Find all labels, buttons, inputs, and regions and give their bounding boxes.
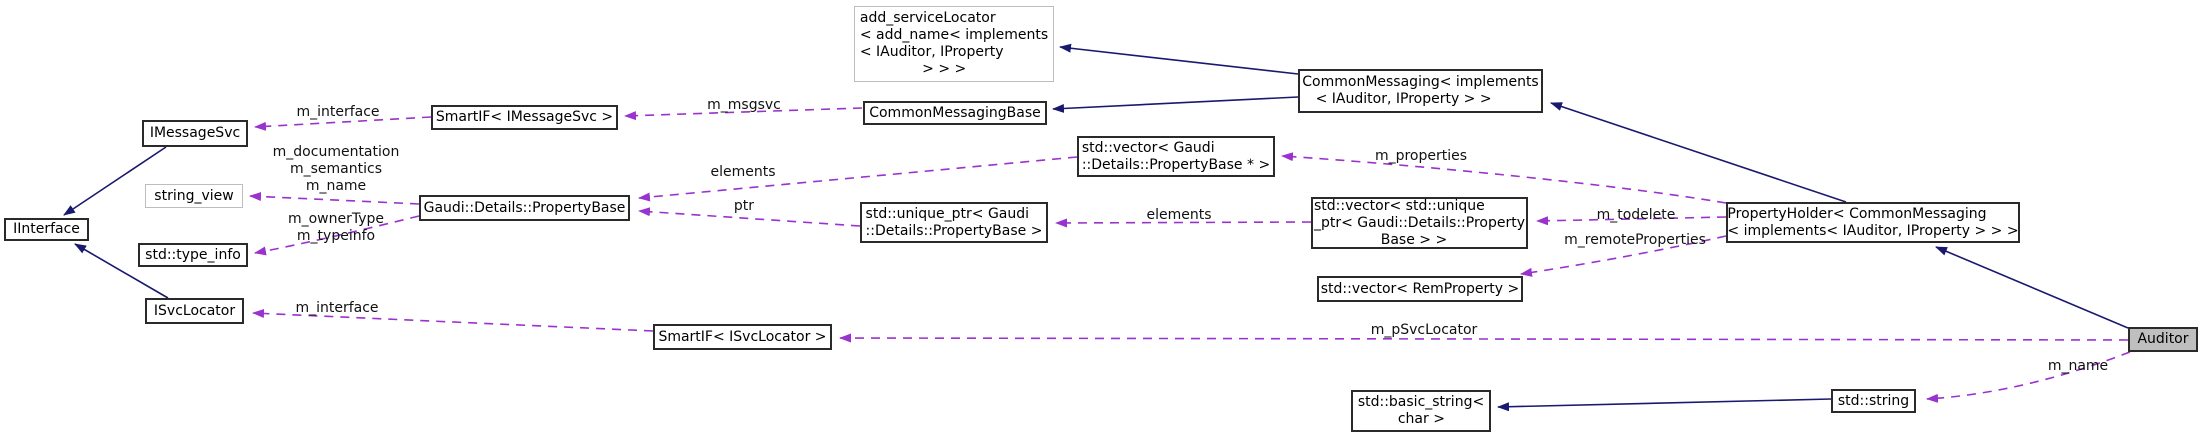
- node-vector-remproperty[interactable]: std::vector< RemProperty >: [1317, 276, 1523, 302]
- edge-usage-m-msgsvc: [624, 107, 863, 121]
- node-smartif-imessagesvc[interactable]: SmartIF< IMessageSvc >: [431, 105, 618, 130]
- edge-label-m-msgsvc: m_msgsvc: [707, 97, 781, 113]
- edge-usage-m-properties: [1281, 152, 1727, 204]
- node-std-type-info[interactable]: std::type_info: [138, 243, 248, 267]
- node-vector-propertybase-ptr[interactable]: std::vector< Gaudi ::Details::PropertyBa…: [1077, 136, 1275, 177]
- edge-inherit-commonmessaging-to-addservicelocator: [1059, 43, 1299, 75]
- edge-usage-m-name: [1926, 351, 2131, 403]
- edge-label-owner-stack: m_ownerType m_typeinfo: [287, 211, 385, 244]
- edge-label-m-interface-top: m_interface: [296, 104, 380, 120]
- node-common-messaging-base[interactable]: CommonMessagingBase: [863, 101, 1047, 125]
- edge-label-elements-top: elements: [710, 164, 776, 180]
- node-std-string[interactable]: std::string: [1831, 389, 1916, 413]
- edge-usage-m-interface-top: [254, 116, 432, 131]
- node-std-basic-string[interactable]: std::basic_string< char >: [1351, 390, 1491, 432]
- edge-usage-elements-bottom: [1055, 218, 1312, 228]
- edge-usage-owner-stack: [254, 215, 420, 256]
- edge-label-m-todelete: m_todelete: [1596, 207, 1676, 223]
- edge-label-m-psvclocator: m_pSvcLocator: [1370, 322, 1478, 338]
- edge-inherit-imessagesvc-to-iinterface: [63, 146, 167, 216]
- node-vector-unique-ptr[interactable]: std::vector< std::unique _ptr< Gaudi::De…: [1311, 197, 1528, 249]
- edge-inherit-stdstring-to-basicstring: [1497, 398, 1832, 412]
- node-string-view[interactable]: string_view: [145, 184, 243, 208]
- edge-label-ptr: ptr: [733, 198, 755, 214]
- node-std-unique-ptr[interactable]: std::unique_ptr< Gaudi ::Details::Proper…: [860, 202, 1048, 243]
- edge-inherit-propertyholder-to-commonmessaging: [1550, 102, 1847, 203]
- edge-usage-doc-stack: [249, 192, 420, 205]
- node-isvclocator[interactable]: ISvcLocator: [145, 298, 244, 324]
- node-smartif-isvclocator[interactable]: SmartIF< ISvcLocator >: [653, 324, 832, 350]
- edge-label-elements-bottom: elements: [1146, 207, 1212, 223]
- edge-inherit-auditor-to-propertyholder: [1935, 246, 2129, 329]
- edge-label-m-properties: m_properties: [1374, 148, 1468, 164]
- edge-label-m-interface-bottom: m_interface: [295, 300, 379, 316]
- edge-label-m-name: m_name: [2047, 358, 2109, 374]
- node-add-servicelocator[interactable]: add_serviceLocator < add_name< implement…: [854, 6, 1054, 82]
- edge-usage-m-psvclocator: [839, 333, 2129, 343]
- node-auditor[interactable]: Auditor: [2128, 327, 2198, 352]
- edge-inherit-commonmessaging-to-commonmessagingbase: [1052, 96, 1299, 113]
- node-common-messaging[interactable]: CommonMessaging< implements < IAuditor, …: [1298, 69, 1543, 113]
- edge-usage-m-interface-bottom: [252, 308, 654, 332]
- node-property-holder[interactable]: PropertyHolder< CommonMessaging < implem…: [1726, 202, 2020, 243]
- node-gaudi-details-propertybase[interactable]: Gaudi::Details::PropertyBase: [419, 195, 630, 221]
- node-iinterface[interactable]: IInterface: [4, 218, 89, 241]
- edge-label-documentation-stack: m_documentation m_semantics m_name: [272, 144, 400, 194]
- edge-usage-ptr: [638, 207, 861, 227]
- edge-label-m-remoteproperties: m_remoteProperties: [1564, 232, 1706, 248]
- edge-usage-elements-top: [638, 156, 1078, 202]
- node-imessagesvc[interactable]: IMessageSvc: [142, 120, 248, 147]
- edge-inherit-isvclocator-to-iinterface: [74, 243, 169, 299]
